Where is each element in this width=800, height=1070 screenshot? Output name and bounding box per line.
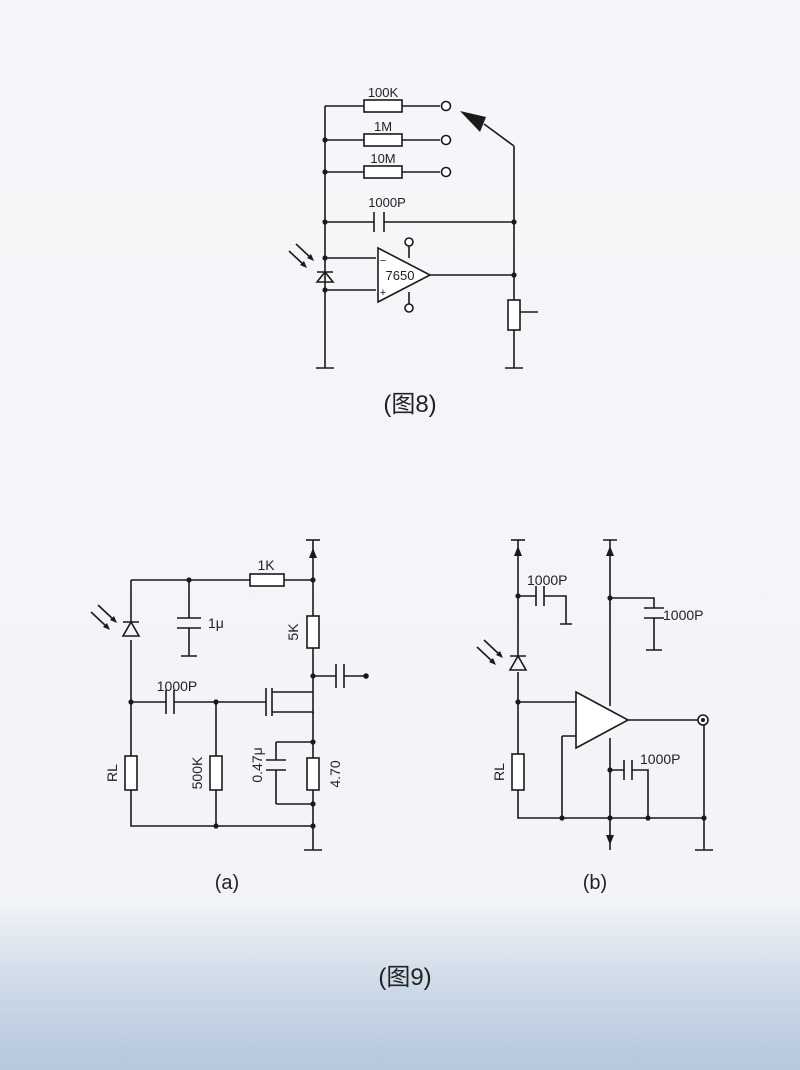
switch-terminal <box>440 134 452 146</box>
resistor-source <box>306 757 320 791</box>
label-plus: + <box>380 287 386 299</box>
opamp <box>575 690 630 750</box>
resistor-10m <box>363 165 403 179</box>
label-rl-b: RL <box>491 763 507 781</box>
resistor-1k <box>249 573 285 587</box>
label-500k: 500K <box>189 756 205 789</box>
photodiode <box>288 243 335 283</box>
label-1000p: 1000P <box>368 195 406 210</box>
label-1m: 1M <box>374 119 392 134</box>
figure-8-caption: (图8) <box>383 391 436 418</box>
label-100k: 100K <box>368 85 399 100</box>
resistor-500k <box>209 755 223 791</box>
switch-arrow <box>460 111 486 132</box>
label-1k: 1K <box>257 557 275 573</box>
figure-9-caption: (图9) <box>378 964 431 991</box>
label-1000p-b1: 1000P <box>527 572 567 588</box>
label-1u: 1μ <box>208 615 224 631</box>
figure-8: 100K 1M 10M 1000P 7650 − + (图8) <box>288 85 538 418</box>
label-1000p-b2: 1000P <box>663 607 703 623</box>
figure-9a: 1K 1μ 5K 1000P RL 500K 0.47μ 4.70 (a) <box>90 539 369 894</box>
photodiode <box>90 604 141 637</box>
output-potentiometer <box>507 299 521 331</box>
label-470: 4.70 <box>327 760 343 787</box>
resistor-rl <box>511 753 525 791</box>
switch-terminal <box>440 100 452 112</box>
label-minus: − <box>380 255 386 267</box>
figure-9b: 1000P 1000P 1000P RL (b) <box>476 539 713 894</box>
resistor-1m <box>363 133 403 147</box>
label-1000p-a: 1000P <box>157 678 197 694</box>
label-rl-a: RL <box>104 764 120 782</box>
photodiode <box>476 639 528 671</box>
label-047u: 0.47μ <box>249 747 265 782</box>
label-1000p-b3: 1000P <box>640 751 680 767</box>
resistor-5k <box>306 615 320 649</box>
label-7650: 7650 <box>386 268 415 283</box>
label-10m: 10M <box>370 151 395 166</box>
opamp-7650 <box>377 246 432 304</box>
resistor-rl <box>124 755 138 791</box>
figure-9a-caption: (a) <box>215 872 239 894</box>
label-5k: 5K <box>285 623 301 641</box>
figure-9b-caption: (b) <box>583 872 607 894</box>
resistor-100k <box>363 99 403 113</box>
switch-terminal <box>440 166 452 178</box>
